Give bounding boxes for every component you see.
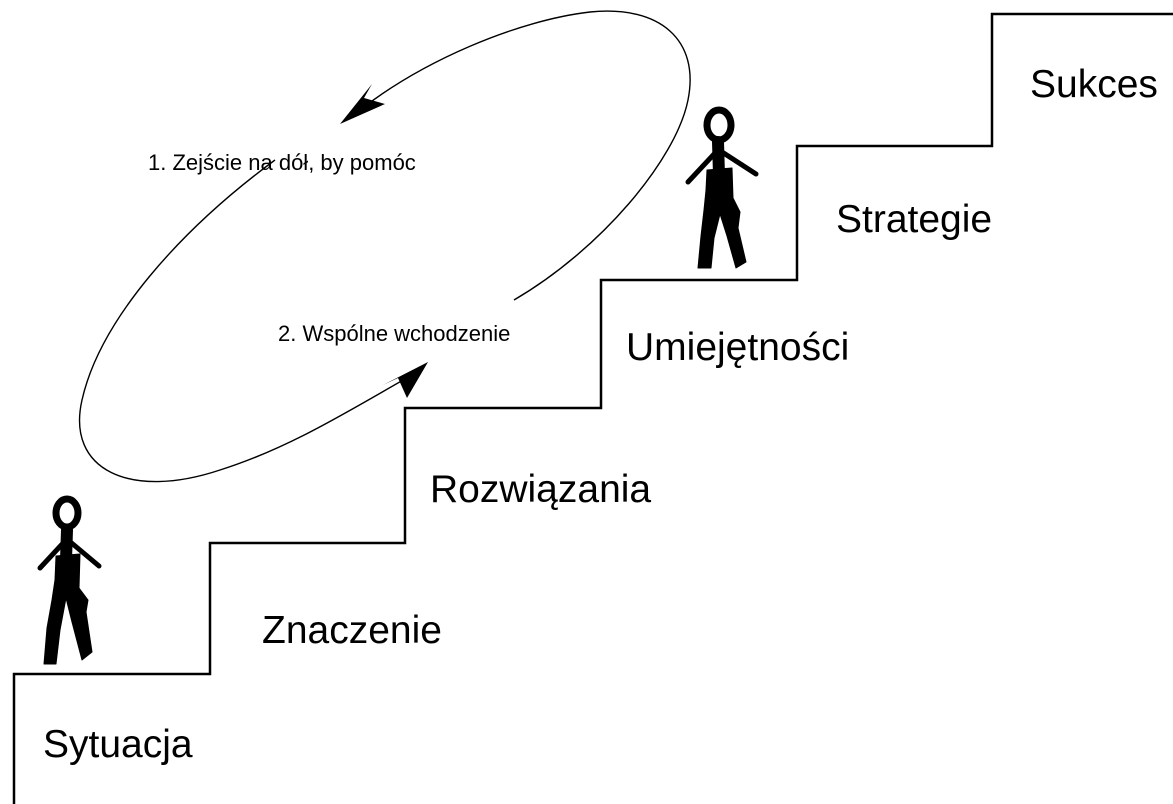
step-label-skills: Umiejętności <box>626 326 849 369</box>
cycle-label-down: 1. Zejście na dół, by pomóc <box>148 150 416 175</box>
arrowhead-icon <box>340 84 385 124</box>
cycle-loop-upper <box>349 10 691 301</box>
step-label-strategies: Strategie <box>836 198 992 241</box>
figure-legs <box>697 167 747 269</box>
stick-figure-icon <box>37 495 102 665</box>
step-label-situation: Sytuacja <box>43 723 193 766</box>
cycle-label-up: 2. Wspólne wchodzenie <box>278 321 510 346</box>
step-label-meaning: Znaczenie <box>262 609 442 652</box>
figure-legs <box>43 553 93 665</box>
stick-figure-icon <box>685 106 759 269</box>
cycle-loop-lower <box>78 159 413 483</box>
arrowhead-icon <box>383 362 428 398</box>
staircase-outline <box>12 12 1173 804</box>
step-label-success: Sukces <box>1030 63 1158 106</box>
step-label-solutions: Rozwiązania <box>430 468 651 511</box>
